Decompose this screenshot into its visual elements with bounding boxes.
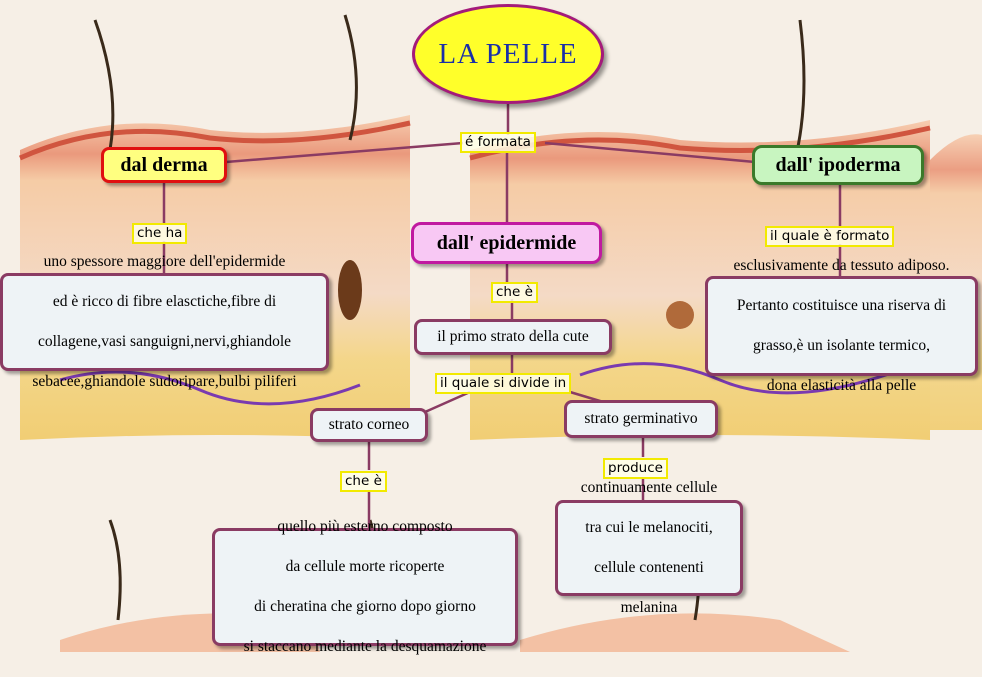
node-primo-strato-label: il primo strato della cute	[437, 328, 589, 345]
node-strato-corneo-label: strato corneo	[328, 416, 410, 433]
node-derma[interactable]: dal derma	[101, 147, 227, 183]
node-ipoderma-description[interactable]: esclusivamente da tessuto adiposo. Perta…	[705, 257, 978, 394]
node-strato-germinativo-label: strato germinativo	[584, 410, 698, 427]
derma-desc-line: ed è ricco di fibre elasctiche,fibre di	[52, 293, 277, 310]
node-derma-label: dal derma	[120, 154, 208, 176]
germinativo-desc-line: melanina	[620, 599, 678, 616]
derma-desc-line: collagene,vasi sanguigni,nervi,ghiandole	[37, 333, 292, 350]
root-node-la-pelle[interactable]: LA PELLE	[412, 4, 604, 104]
node-ipoderma[interactable]: dall' ipoderma	[752, 145, 924, 185]
germinativo-desc-line: cellule contenenti	[594, 559, 704, 576]
node-strato-germinativo[interactable]: strato germinativo	[564, 400, 718, 438]
node-epidermide-label: dall' epidermide	[436, 232, 577, 254]
node-germinativo-description[interactable]: continuamente cellule tra cui le melanoc…	[555, 479, 743, 616]
node-ipoderma-label: dall' ipoderma	[775, 154, 901, 176]
derma-desc-line: sebacee,ghiandole sudoripare,bulbi pilif…	[32, 373, 297, 390]
link-label-che-e-corneo: che è	[340, 471, 387, 492]
link-label-che-ha: che ha	[132, 223, 188, 244]
link-label-si-divide: il quale si divide in	[435, 373, 572, 394]
ipoderma-desc-line: grasso,è un isolante termico,	[753, 337, 930, 354]
germinativo-desc-text: continuamente cellule tra cui le melanoc…	[581, 458, 717, 638]
node-strato-corneo[interactable]: strato corneo	[310, 408, 428, 442]
link-label-produce: produce	[603, 458, 668, 479]
ipoderma-desc-text: esclusivamente da tessuto adiposo. Perta…	[733, 236, 949, 416]
ipoderma-desc-line: dona elasticità alla pelle	[766, 377, 917, 394]
node-corneo-description[interactable]: quello più esterno composto da cellule m…	[212, 518, 518, 655]
germinativo-desc-line: continuamente cellule	[580, 479, 718, 496]
link-label-formata: é formata	[460, 132, 536, 153]
concept-map: LA PELLE é formata dal derma dall' ipode…	[0, 4, 982, 655]
ipoderma-desc-line: Pertanto costituisce una riserva di	[736, 297, 947, 314]
link-label-che-e-epidermide: che è	[491, 282, 538, 303]
link-label-il-quale-formato: il quale è formato	[765, 226, 895, 247]
root-label: LA PELLE	[438, 37, 578, 70]
derma-desc-text: uno spessore maggiore dell'epidermide ed…	[32, 232, 296, 412]
corneo-desc-line: si staccano mediante la desquamazione	[243, 638, 487, 655]
corneo-desc-line: quello più esterno composto	[277, 518, 453, 535]
corneo-desc-line: da cellule morte ricoperte	[285, 558, 445, 575]
corneo-desc-line: di cheratina che giorno dopo giorno	[254, 598, 476, 615]
node-derma-description[interactable]: uno spessore maggiore dell'epidermide ed…	[0, 253, 329, 390]
node-epidermide[interactable]: dall' epidermide	[411, 222, 602, 264]
derma-desc-line: uno spessore maggiore dell'epidermide	[43, 253, 286, 270]
node-primo-strato[interactable]: il primo strato della cute	[414, 319, 612, 355]
ipoderma-desc-line: esclusivamente da tessuto adiposo.	[733, 257, 950, 274]
corneo-desc-text: quello più esterno composto da cellule m…	[244, 497, 487, 677]
germinativo-desc-line: tra cui le melanociti,	[585, 519, 713, 536]
